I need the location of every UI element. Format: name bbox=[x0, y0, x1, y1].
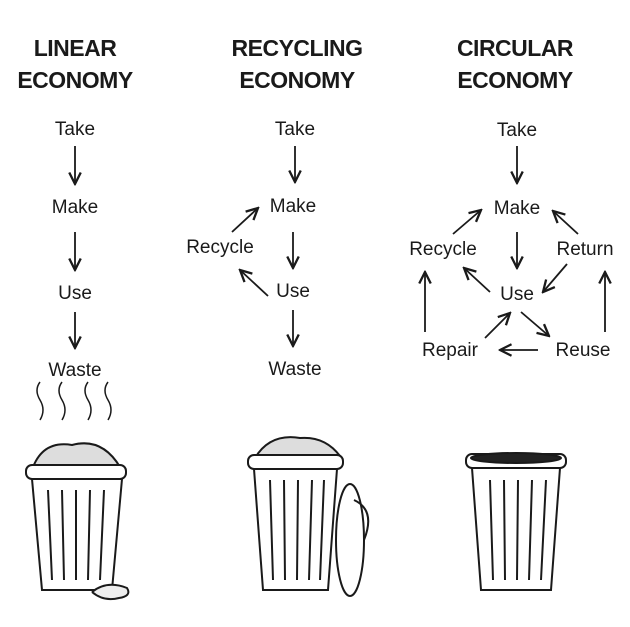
recycling-use: Use bbox=[276, 281, 310, 302]
circular-return: Return bbox=[556, 239, 614, 260]
arrow-return-use bbox=[543, 263, 568, 292]
circular-use: Use bbox=[500, 284, 534, 305]
circular-make: Make bbox=[493, 198, 541, 219]
circular-reuse: Reuse bbox=[555, 340, 611, 361]
recycling-waste: Waste bbox=[268, 359, 322, 380]
linear-waste: Waste bbox=[48, 360, 102, 381]
circular-recycle: Recycle bbox=[409, 239, 477, 260]
arrow-return-make bbox=[553, 211, 579, 235]
linear-take: Take bbox=[54, 119, 96, 140]
arrow-use-reuse bbox=[520, 311, 549, 336]
half-open-trash-bin bbox=[247, 436, 370, 597]
arrow-use-recycle bbox=[464, 268, 491, 293]
linear-use: Use bbox=[58, 283, 92, 304]
arrow-use-recycle bbox=[240, 270, 269, 297]
circular-repair: Repair bbox=[422, 340, 478, 361]
arrow-repair-use bbox=[484, 313, 510, 339]
recycling-make: Make bbox=[269, 196, 317, 217]
empty-trash-bin bbox=[465, 452, 567, 591]
recycling-recycle: Recycle bbox=[186, 237, 254, 258]
arrow-recycle-make bbox=[452, 210, 481, 235]
circular-take: Take bbox=[496, 120, 538, 141]
arrow-recycle-make bbox=[231, 208, 258, 233]
recycling-take: Take bbox=[274, 119, 316, 140]
overflowing-trash-bin bbox=[25, 381, 130, 601]
linear-make: Make bbox=[51, 197, 99, 218]
